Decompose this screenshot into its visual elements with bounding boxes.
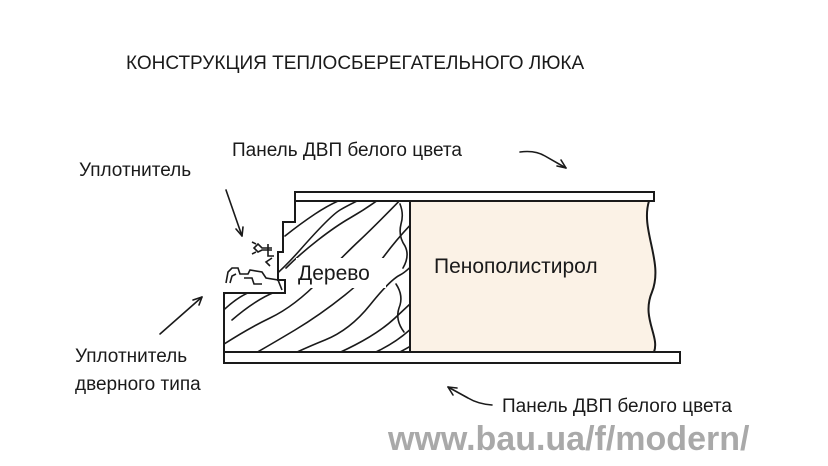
foam-block (409, 200, 657, 353)
leader-lines (159, 150, 567, 406)
label-door-seal-line1: Уплотнитель (75, 346, 187, 367)
label-panel-top: Панель ДВП белого цвета (232, 140, 462, 161)
wood-label-bg (296, 258, 386, 288)
label-panel-bottom: Панель ДВП белого цвета (502, 396, 732, 417)
label-seal: Уплотнитель (79, 160, 191, 181)
top-panel (294, 191, 655, 202)
label-door-seal-line2: дверного типа (75, 374, 201, 395)
seal-profile (251, 241, 274, 267)
door-seal-profile (225, 267, 283, 291)
bottom-panel (223, 351, 681, 364)
label-foam: Пенополистирол (434, 255, 598, 278)
diagram-title: КОНСТРУКЦИЯ ТЕПЛОСБЕРЕГАТЕЛЬНОГО ЛЮКА (126, 53, 584, 74)
label-wood: Дерево (298, 262, 370, 285)
watermark-url: www.bau.ua/f/modern/ (387, 420, 750, 458)
